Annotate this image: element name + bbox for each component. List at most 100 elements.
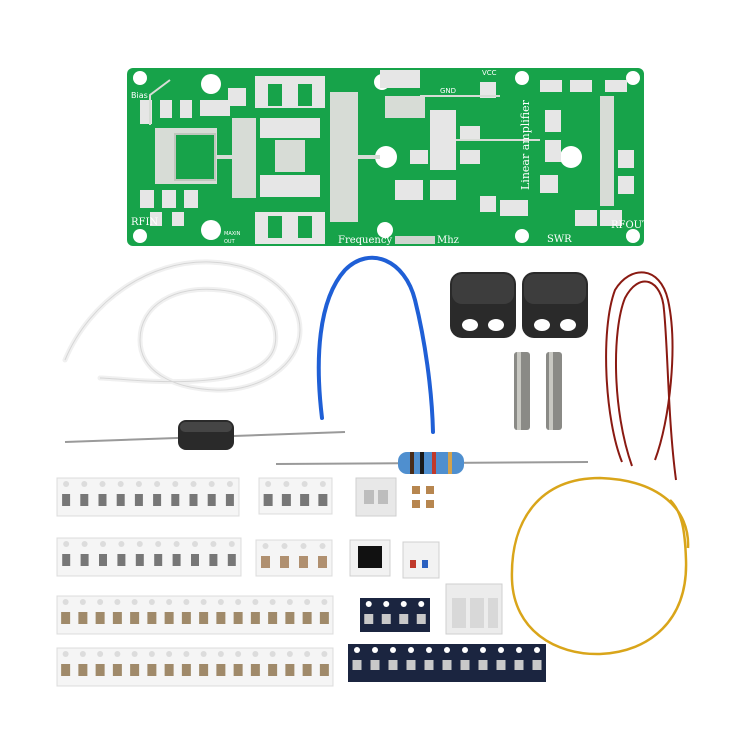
small-parts-tape: [402, 541, 440, 579]
smd-component: [514, 660, 524, 670]
smd-component: [117, 554, 126, 566]
smd-component: [199, 664, 209, 676]
tape-hole: [300, 543, 307, 549]
pcb-label-maxin: MAXIN: [224, 231, 241, 237]
tape-hole: [372, 647, 378, 653]
tape-hole: [114, 599, 121, 605]
tape-hole: [217, 651, 224, 657]
mount-hole: [626, 71, 640, 85]
smd-component: [171, 494, 180, 506]
pcb-board: Bias RFIN RFOUT SWR GND VCC MAXIN OUT Fr…: [127, 68, 649, 246]
smd-component: [62, 494, 71, 506]
brass-tube-right: [546, 352, 562, 430]
smd-component: [399, 614, 409, 624]
smd-component: [95, 664, 105, 676]
smd-component: [80, 554, 89, 566]
smd-component: [172, 554, 181, 566]
tape-hole: [183, 599, 190, 605]
pcb-label-rfout: RFOUT: [611, 220, 649, 231]
smd-component: [147, 664, 157, 676]
tape-hole: [81, 481, 88, 487]
tape-hole: [172, 481, 179, 487]
ferrite-core-left: [450, 272, 516, 338]
black-transistor: [349, 539, 391, 577]
mount-hole: [201, 220, 221, 240]
tape-hole: [516, 647, 522, 653]
tape-hole: [148, 651, 155, 657]
smd-component: [302, 664, 312, 676]
tape-hole: [200, 651, 207, 657]
tape-hole: [190, 481, 197, 487]
smd-component: [78, 612, 88, 624]
tape-hole: [200, 599, 207, 605]
smd-component: [98, 494, 107, 506]
smd-component: [370, 660, 380, 670]
frequency-box: [395, 236, 435, 244]
tape-hole: [462, 647, 468, 653]
smd-component: [154, 554, 163, 566]
smd-component: [352, 660, 362, 670]
smd-component: [496, 660, 506, 670]
pcb-label-gnd: GND: [440, 87, 456, 95]
blue-wire: [316, 255, 435, 434]
smd-component: [225, 494, 234, 506]
tape-hole: [148, 599, 155, 605]
tape-hole: [426, 647, 432, 653]
smd-component: [95, 612, 105, 624]
smd-component: [300, 494, 310, 506]
mount-hole: [626, 229, 640, 243]
smd-component: [263, 494, 273, 506]
mount-hole: [133, 71, 147, 85]
smd-component: [302, 612, 312, 624]
mount-hole: [133, 229, 147, 243]
tape-hole: [79, 599, 86, 605]
tape-hole: [114, 651, 121, 657]
mount-hole: [560, 146, 582, 168]
tape-hole: [301, 481, 308, 487]
smd-component: [153, 494, 162, 506]
smd-component: [61, 664, 71, 676]
yellow-wire: [510, 476, 690, 656]
tape-hole: [97, 651, 104, 657]
mount-hole: [201, 74, 221, 94]
smd-component: [209, 554, 218, 566]
smd-component: [424, 660, 434, 670]
smd-component: [364, 614, 374, 624]
connector-white-2: [445, 583, 503, 635]
tape-hole: [210, 541, 217, 547]
pcb-label-frequency: Frequency: [338, 235, 392, 246]
smd-component: [388, 660, 398, 670]
smd-component: [285, 612, 295, 624]
tape-hole: [63, 481, 70, 487]
tape-hole: [81, 541, 88, 547]
smd-component: [416, 614, 426, 624]
tape-hole: [400, 601, 407, 607]
tape-hole: [135, 481, 142, 487]
smd-component: [233, 612, 243, 624]
smd-component: [318, 494, 328, 506]
smd-component: [281, 494, 291, 506]
red-enamel-wire: [605, 271, 677, 481]
smd-component: [147, 612, 157, 624]
smd-component: [135, 554, 144, 566]
pcb-label-bias: Bias: [131, 91, 148, 100]
tape-hole: [217, 599, 224, 605]
tape-hole: [319, 481, 326, 487]
tape-hole: [408, 647, 414, 653]
pcb-label-swr: SWR: [547, 234, 572, 245]
smd-component: [268, 612, 278, 624]
tape-hole: [235, 651, 242, 657]
smd-component: [285, 664, 295, 676]
tape-hole: [265, 481, 272, 487]
pcb-label-vcc: VCC: [482, 69, 497, 77]
tape-hole: [166, 599, 173, 605]
tape-hole: [390, 647, 396, 653]
tape-hole: [304, 651, 311, 657]
tape-hole: [319, 543, 326, 549]
tape-hole: [252, 599, 259, 605]
mount-hole: [515, 229, 529, 243]
smd-component: [227, 554, 236, 566]
tape-hole: [100, 541, 106, 547]
smd-component: [134, 494, 143, 506]
